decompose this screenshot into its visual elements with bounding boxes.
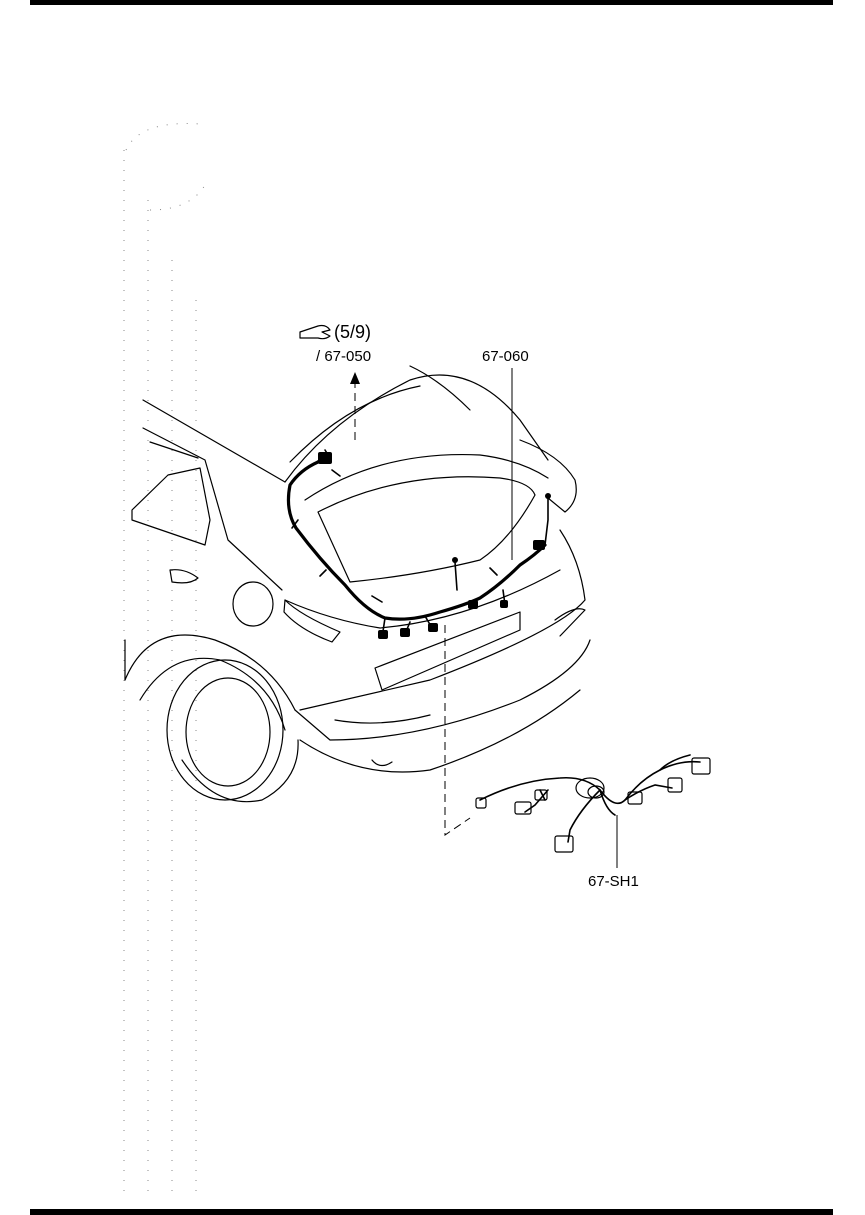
page-ref-label: (5/9) [334,322,371,342]
part-ref-label: / 67-050 [316,348,371,365]
sub-harness-67-SH1[interactable] [475,754,711,853]
connector [533,540,545,550]
reference-arrow-head [350,372,360,384]
connector [318,452,332,464]
part-label-67-SH1[interactable]: 67-SH1 [588,873,639,890]
part-label-67-060[interactable]: 67-060 [482,348,529,365]
dashed-link-to-sub-harness [444,625,471,836]
connector [545,493,551,499]
reference-callout[interactable]: (5/9) / 67-050 [299,322,371,365]
connector [452,557,458,563]
connector [400,628,410,637]
margin-dots [123,123,206,1200]
rear-harness-67-060[interactable] [286,449,551,639]
vehicle-outline [124,365,591,803]
connector [378,630,388,639]
bottom-rule [30,1209,833,1215]
top-rule [30,0,833,5]
connector [428,623,438,632]
pointing-hand-icon [299,324,331,340]
connector [468,600,478,609]
connector [500,600,508,608]
